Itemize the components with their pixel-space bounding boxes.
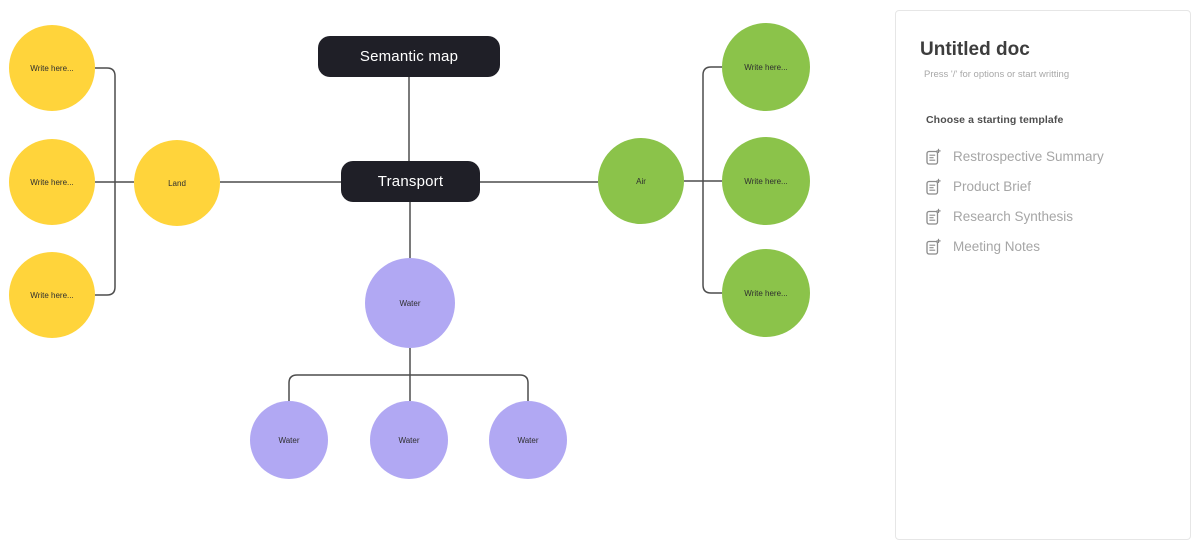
template-item-research-synthesis[interactable]: Research Synthesis	[926, 201, 1170, 231]
air-child-node-3[interactable]: Write here...	[722, 249, 810, 337]
template-item-label: Research Synthesis	[953, 208, 1074, 224]
template-item-label: Meeting Notes	[953, 238, 1041, 254]
editor-placeholder[interactable]: Press '/' for options or start writting	[924, 69, 1070, 80]
air-node[interactable]: Air	[598, 138, 684, 224]
water-child-node-3[interactable]: Water	[489, 401, 567, 479]
template-item-label: Product Brief	[953, 178, 1032, 194]
land-node[interactable]: Land	[134, 140, 220, 226]
template-list: Restrospective Summary Product Brief	[926, 141, 1170, 261]
air-child-node-1[interactable]: Write here...	[722, 23, 810, 111]
water-child-node-1[interactable]: Water	[250, 401, 328, 479]
node-label: Water	[517, 435, 539, 445]
root-node[interactable]: Semantic map	[318, 36, 500, 77]
node-label: Water	[278, 435, 300, 445]
node-label: Write here...	[744, 62, 788, 72]
template-item-retrospective-summary[interactable]: Restrospective Summary	[926, 141, 1170, 171]
center-node-transport[interactable]: Transport	[341, 161, 480, 202]
center-node-label: Transport	[377, 173, 444, 190]
air-child-node-2[interactable]: Write here...	[722, 137, 810, 225]
whiteboard-canvas[interactable]: Semantic map Transport Write here... Wri…	[0, 0, 900, 553]
template-item-label: Restrospective Summary	[953, 148, 1104, 164]
node-label: Write here...	[30, 177, 74, 187]
node-label: Write here...	[30, 290, 74, 300]
new-doc-template-icon	[926, 178, 941, 195]
node-label: Air	[636, 176, 646, 186]
node-label: Write here...	[744, 176, 788, 186]
node-label: Land	[168, 178, 186, 188]
node-label: Write here...	[30, 63, 74, 73]
new-doc-template-icon	[926, 208, 941, 225]
land-child-node-3[interactable]: Write here...	[9, 252, 95, 338]
land-child-node-1[interactable]: Write here...	[9, 25, 95, 111]
doc-panel: Untitled doc Press '/' for options or st…	[895, 10, 1191, 540]
node-label: Water	[399, 298, 421, 308]
doc-title[interactable]: Untitled doc	[920, 39, 1030, 60]
land-child-node-2[interactable]: Write here...	[9, 139, 95, 225]
water-node[interactable]: Water	[365, 258, 455, 348]
template-item-meeting-notes[interactable]: Meeting Notes	[926, 231, 1170, 261]
template-item-product-brief[interactable]: Product Brief	[926, 171, 1170, 201]
root-node-label: Semantic map	[359, 48, 459, 65]
new-doc-template-icon	[926, 148, 941, 165]
water-child-node-2[interactable]: Water	[370, 401, 448, 479]
node-label: Water	[398, 435, 420, 445]
templates-header: Choose a starting templafe	[926, 114, 1064, 126]
new-doc-template-icon	[926, 238, 941, 255]
node-label: Write here...	[744, 288, 788, 298]
